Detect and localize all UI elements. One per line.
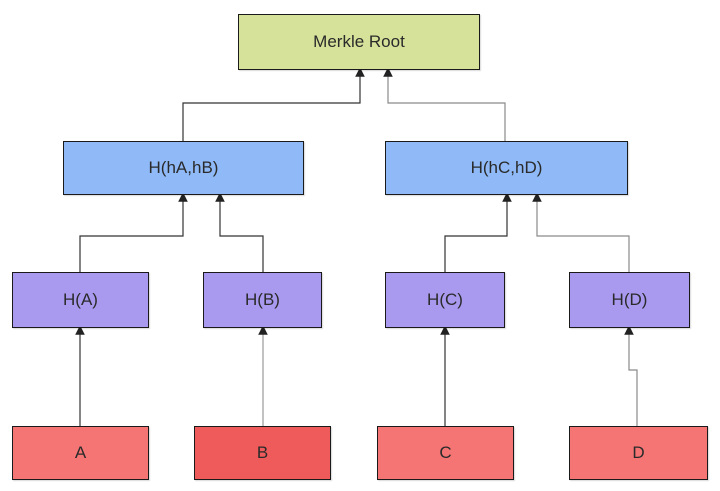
hash-d-node: H(D) (569, 272, 690, 328)
hash-c-node: H(C) (385, 272, 505, 328)
leaf-d-node: D (569, 426, 708, 480)
edge-hcd-to-root (383, 67, 506, 141)
leaf-a-node: A (12, 426, 149, 480)
hash-hab-node: H(hA,hB) (63, 141, 304, 195)
edge-hc-to-hcd (444, 192, 512, 272)
hash-hcd-node: H(hC,hD) (385, 141, 628, 195)
merkle-root-node: Merkle Root (238, 14, 480, 70)
hash-a-node: H(A) (12, 272, 149, 328)
edge-hab-to-root (182, 67, 365, 141)
edge-hb-to-hab (215, 192, 264, 272)
hash-b-node: H(B) (203, 272, 322, 328)
edge-ha-to-hab (79, 192, 188, 272)
edge-d-to-hd (624, 325, 638, 426)
leaf-c-node: C (377, 426, 514, 480)
leaf-b-node: B (194, 426, 331, 480)
edge-hd-to-hcd (532, 192, 630, 272)
